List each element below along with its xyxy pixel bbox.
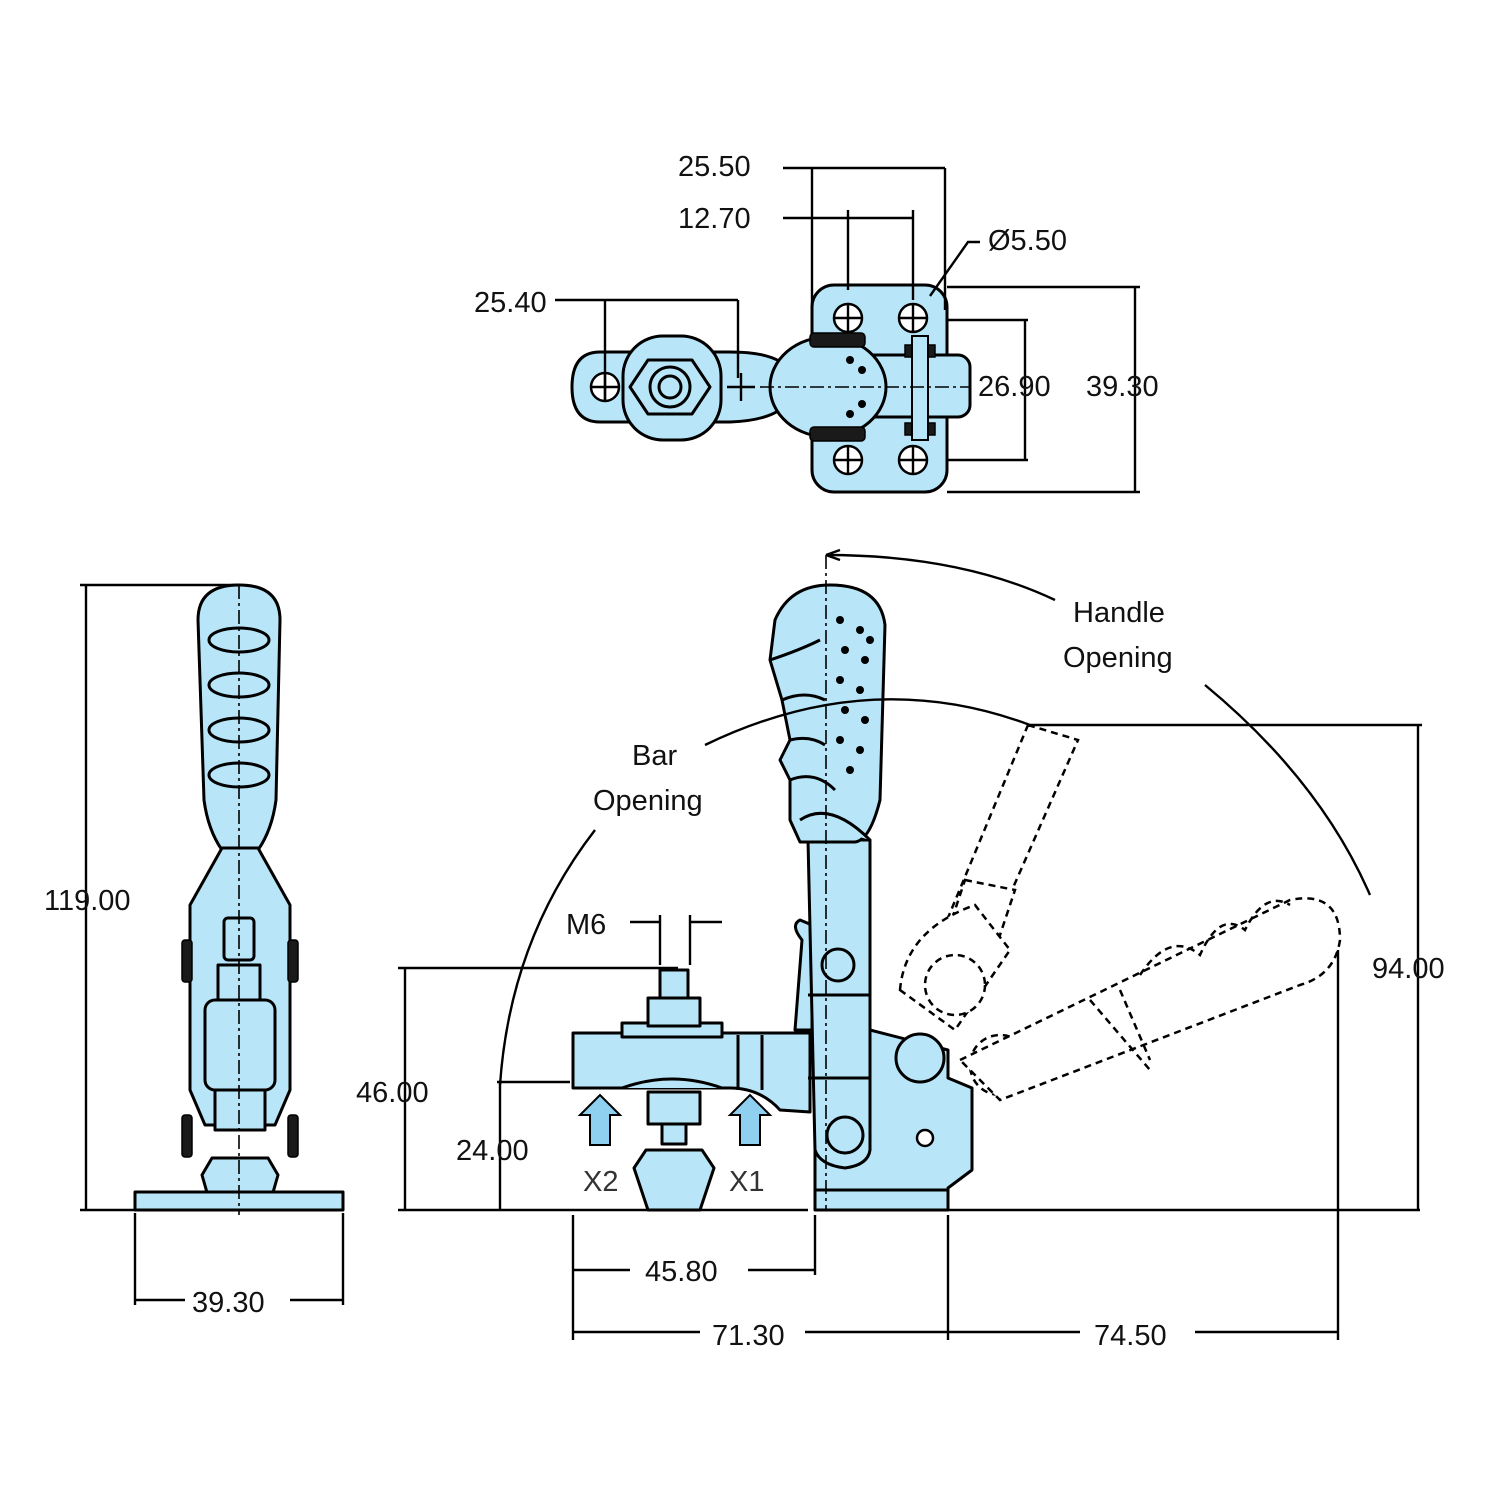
side-spindle-foot bbox=[632, 1148, 716, 1212]
label-handle-opening-line2: Opening bbox=[1063, 642, 1173, 674]
force-arrow-x1 bbox=[727, 1093, 773, 1146]
dim-bar-height: 46.00 bbox=[356, 1077, 429, 1109]
top-view: 25.50 12.70 Ø5.50 25.40 26.90 39.30 bbox=[474, 151, 1159, 494]
dim-hole-diameter: Ø5.50 bbox=[988, 225, 1067, 257]
dim-base-pitch: 26.90 bbox=[978, 371, 1051, 403]
ghost-open-handle bbox=[898, 723, 1342, 1102]
dim-spindle-offset: 45.80 bbox=[645, 1256, 718, 1288]
dim-overall-height: 119.00 bbox=[44, 885, 131, 917]
dim-length: 71.30 bbox=[712, 1320, 785, 1352]
side-spindle-nut-top bbox=[646, 996, 702, 1028]
label-bar-opening-line1: Bar bbox=[632, 740, 677, 772]
label-handle-opening-line1: Handle bbox=[1073, 597, 1165, 629]
side-view: M6 46.00 24.00 45.80 71.30 74.50 94.00 H… bbox=[356, 548, 1445, 1352]
end-view: 119.00 39.30 bbox=[44, 583, 345, 1319]
bar-opening-arc bbox=[498, 698, 1031, 1086]
dim-bar-low: 24.00 bbox=[456, 1135, 529, 1167]
dim-handle-reach: 74.50 bbox=[1094, 1320, 1167, 1352]
dim-thread: M6 bbox=[566, 909, 606, 941]
dim-top-width: 25.50 bbox=[678, 151, 751, 183]
dim-top-pitch: 12.70 bbox=[678, 203, 751, 235]
dim-base-width: 39.30 bbox=[192, 1287, 265, 1319]
grip-dots bbox=[836, 616, 874, 774]
dim-base-height: 39.30 bbox=[1086, 371, 1159, 403]
side-clamp-bar bbox=[571, 1031, 812, 1114]
side-spindle-nut-bottom bbox=[646, 1090, 702, 1126]
side-handle-shaft bbox=[806, 838, 872, 1170]
handle-opening-arc bbox=[825, 553, 1372, 896]
label-x1: X1 bbox=[729, 1166, 764, 1198]
dim-handle-height: 94.00 bbox=[1372, 953, 1445, 985]
dim-spindle-pitch: 25.40 bbox=[474, 287, 547, 319]
label-bar-opening-line2: Opening bbox=[593, 785, 703, 817]
label-x2: X2 bbox=[583, 1166, 618, 1198]
force-arrow-x2 bbox=[577, 1093, 623, 1146]
